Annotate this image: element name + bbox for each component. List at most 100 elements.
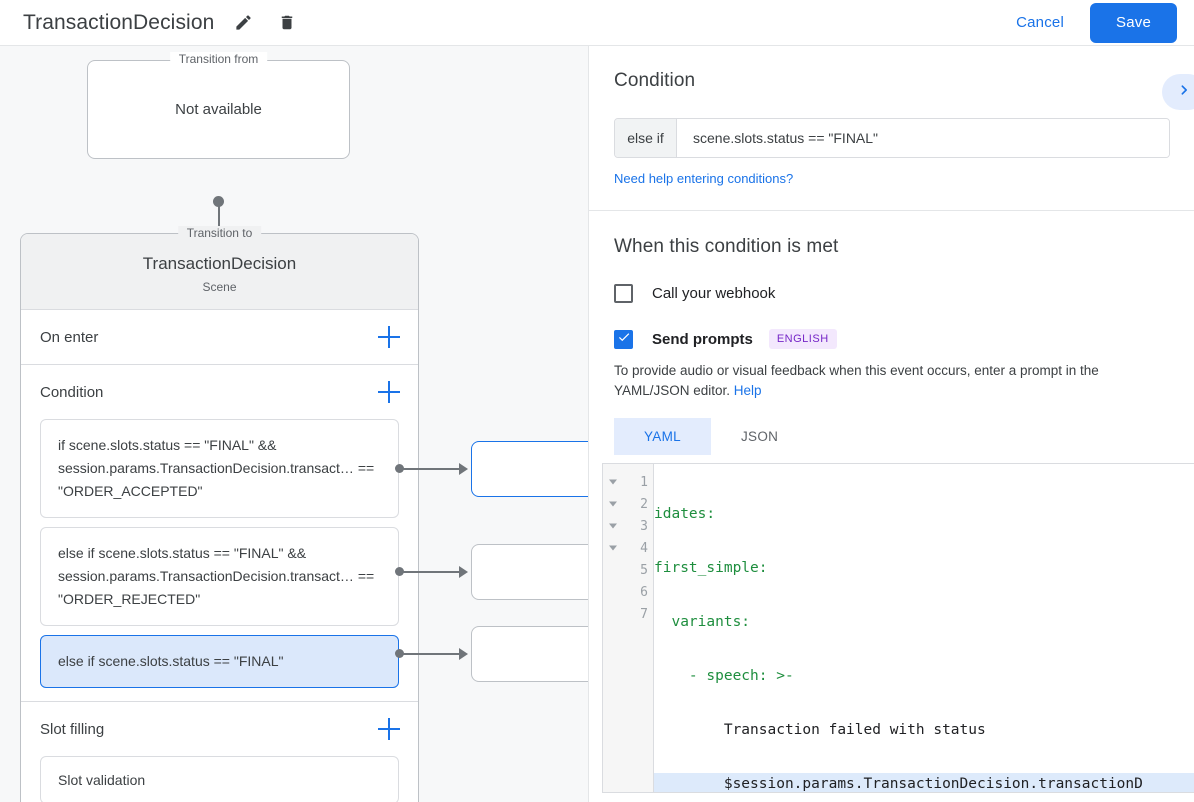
delete-button[interactable] xyxy=(272,8,302,38)
condition-input-row[interactable]: else if scene.slots.status == "FINAL" xyxy=(614,118,1170,158)
when-condition-met-section: When this condition is met Call your web… xyxy=(589,211,1194,455)
line-number: 5 xyxy=(640,562,648,578)
target-node-1[interactable] xyxy=(471,441,588,497)
pencil-icon xyxy=(234,13,253,32)
fold-triangle-icon[interactable] xyxy=(609,523,617,529)
gutter-line[interactable]: 4 xyxy=(603,537,653,559)
add-on-enter-icon[interactable] xyxy=(378,326,400,348)
line-number: 1 xyxy=(640,474,648,490)
condition-header: Condition xyxy=(21,365,418,419)
line-number: 7 xyxy=(640,606,648,622)
fold-triangle-icon[interactable] xyxy=(609,479,617,485)
scene-card: Transition to TransactionDecision Scene … xyxy=(20,226,419,802)
fold-triangle-icon[interactable] xyxy=(609,545,617,551)
prompts-description-text: To provide audio or visual feedback when… xyxy=(614,363,1099,398)
line-number: 3 xyxy=(640,518,648,534)
slot-filling-list: Slot validation xyxy=(21,756,418,802)
condition-label: Condition xyxy=(40,383,104,401)
editor-wrap: 1 2 3 4 5 6 7 idates: first_simple: vari… xyxy=(602,463,1194,793)
prompts-help-link[interactable]: Help xyxy=(733,383,762,398)
cancel-button[interactable]: Cancel xyxy=(1004,6,1076,39)
condition-item-2[interactable]: else if scene.slots.status == "FINAL" &&… xyxy=(40,527,399,626)
code-line[interactable]: variants: xyxy=(654,614,751,630)
slot-filling-label: Slot filling xyxy=(40,720,105,738)
topbar-actions: Cancel Save xyxy=(1004,2,1194,43)
webhook-row[interactable]: Call your webhook xyxy=(614,284,1170,303)
target-node-2[interactable] xyxy=(471,544,588,600)
page-title: TransactionDecision xyxy=(23,10,215,34)
code-line[interactable]: $session.params.TransactionDecision.tran… xyxy=(654,773,1194,792)
expand-panel-button[interactable] xyxy=(1162,74,1194,110)
call-webhook-checkbox[interactable] xyxy=(614,284,633,303)
edge-line-3 xyxy=(400,653,462,655)
condition-help-link[interactable]: Need help entering conditions? xyxy=(614,171,794,186)
code-line[interactable]: - speech: >- xyxy=(654,668,794,684)
edit-pencil-button[interactable] xyxy=(228,8,258,38)
send-prompts-checkbox[interactable] xyxy=(614,329,633,349)
condition-list: if scene.slots.status == "FINAL" && sess… xyxy=(21,419,418,701)
section-slot-filling: Slot filling Slot validation xyxy=(21,702,418,802)
checkmark-icon xyxy=(617,330,631,349)
edge-arrow-3 xyxy=(459,648,468,660)
condition-section: Condition else if scene.slots.status == … xyxy=(589,46,1194,211)
top-app-bar: TransactionDecision Cancel Save xyxy=(0,0,1194,46)
section-on-enter: On enter xyxy=(21,310,418,365)
slot-filling-header: Slot filling xyxy=(21,702,418,756)
target-node-3[interactable] xyxy=(471,626,588,682)
language-badge: ENGLISH xyxy=(768,329,837,349)
gutter-line[interactable]: 1 xyxy=(603,471,653,493)
scene-subtitle: Scene xyxy=(202,280,237,294)
transition-to-legend: Transition to xyxy=(177,226,262,240)
edge-dot-2 xyxy=(395,567,404,576)
on-enter-label: On enter xyxy=(40,328,99,346)
save-button[interactable]: Save xyxy=(1090,2,1177,43)
send-prompts-label: Send prompts xyxy=(652,330,753,348)
condition-prefix-label: else if xyxy=(615,119,677,157)
add-slot-filling-icon[interactable] xyxy=(378,718,400,740)
edge-dot-3 xyxy=(395,649,404,658)
code-line[interactable]: Transaction failed with status xyxy=(654,722,986,738)
gutter-line[interactable]: 5 xyxy=(603,559,653,581)
condition-item-3[interactable]: else if scene.slots.status == "FINAL" xyxy=(40,635,399,688)
line-number: 6 xyxy=(640,584,648,600)
editor-format-tabs: YAML JSON xyxy=(614,418,1170,455)
section-condition: Condition if scene.slots.status == "FINA… xyxy=(21,365,418,702)
chevron-right-icon xyxy=(1174,80,1194,105)
scene-header[interactable]: TransactionDecision Scene xyxy=(21,234,418,310)
condition-expression-input[interactable]: scene.slots.status == "FINAL" xyxy=(677,119,1169,157)
edge-arrow-2 xyxy=(459,566,468,578)
gutter-line[interactable]: 6 xyxy=(603,581,653,603)
line-number: 2 xyxy=(640,496,648,512)
condition-item-1[interactable]: if scene.slots.status == "FINAL" && sess… xyxy=(40,419,399,518)
slot-validation-item[interactable]: Slot validation xyxy=(40,756,399,802)
code-line[interactable]: first_simple: xyxy=(654,560,768,576)
transition-from-card[interactable]: Transition from Not available xyxy=(87,52,350,159)
scene-title: TransactionDecision xyxy=(142,254,297,273)
gutter-line[interactable]: 3 xyxy=(603,515,653,537)
tab-yaml[interactable]: YAML xyxy=(614,418,711,455)
call-webhook-label: Call your webhook xyxy=(652,285,776,302)
send-prompts-row[interactable]: Send prompts ENGLISH xyxy=(614,329,1170,349)
prompts-description: To provide audio or visual feedback when… xyxy=(614,361,1170,401)
transition-from-legend: Transition from xyxy=(169,52,268,66)
on-enter-header: On enter xyxy=(21,310,418,364)
edge-line-1 xyxy=(400,468,462,470)
code-line[interactable]: idates: xyxy=(654,506,716,522)
tab-json[interactable]: JSON xyxy=(740,429,779,444)
gutter-line[interactable]: 2 xyxy=(603,493,653,515)
flow-canvas[interactable]: Transition from Not available Transition… xyxy=(0,46,588,802)
condition-detail-panel: Condition else if scene.slots.status == … xyxy=(588,46,1194,802)
edge-arrow-1 xyxy=(459,463,468,475)
transition-from-border xyxy=(87,60,350,159)
transition-from-value: Not available xyxy=(175,101,262,118)
edge-dot-1 xyxy=(395,464,404,473)
when-condition-met-heading: When this condition is met xyxy=(614,236,839,257)
gutter-line[interactable]: 7 xyxy=(603,603,653,625)
add-condition-icon[interactable] xyxy=(378,381,400,403)
fold-triangle-icon[interactable] xyxy=(609,501,617,507)
panel-heading: Condition xyxy=(614,70,696,91)
editor-code-area[interactable]: idates: first_simple: variants: - speech… xyxy=(654,464,1194,792)
yaml-editor[interactable]: 1 2 3 4 5 6 7 idates: first_simple: vari… xyxy=(602,463,1194,793)
edge-line-2 xyxy=(400,571,462,573)
